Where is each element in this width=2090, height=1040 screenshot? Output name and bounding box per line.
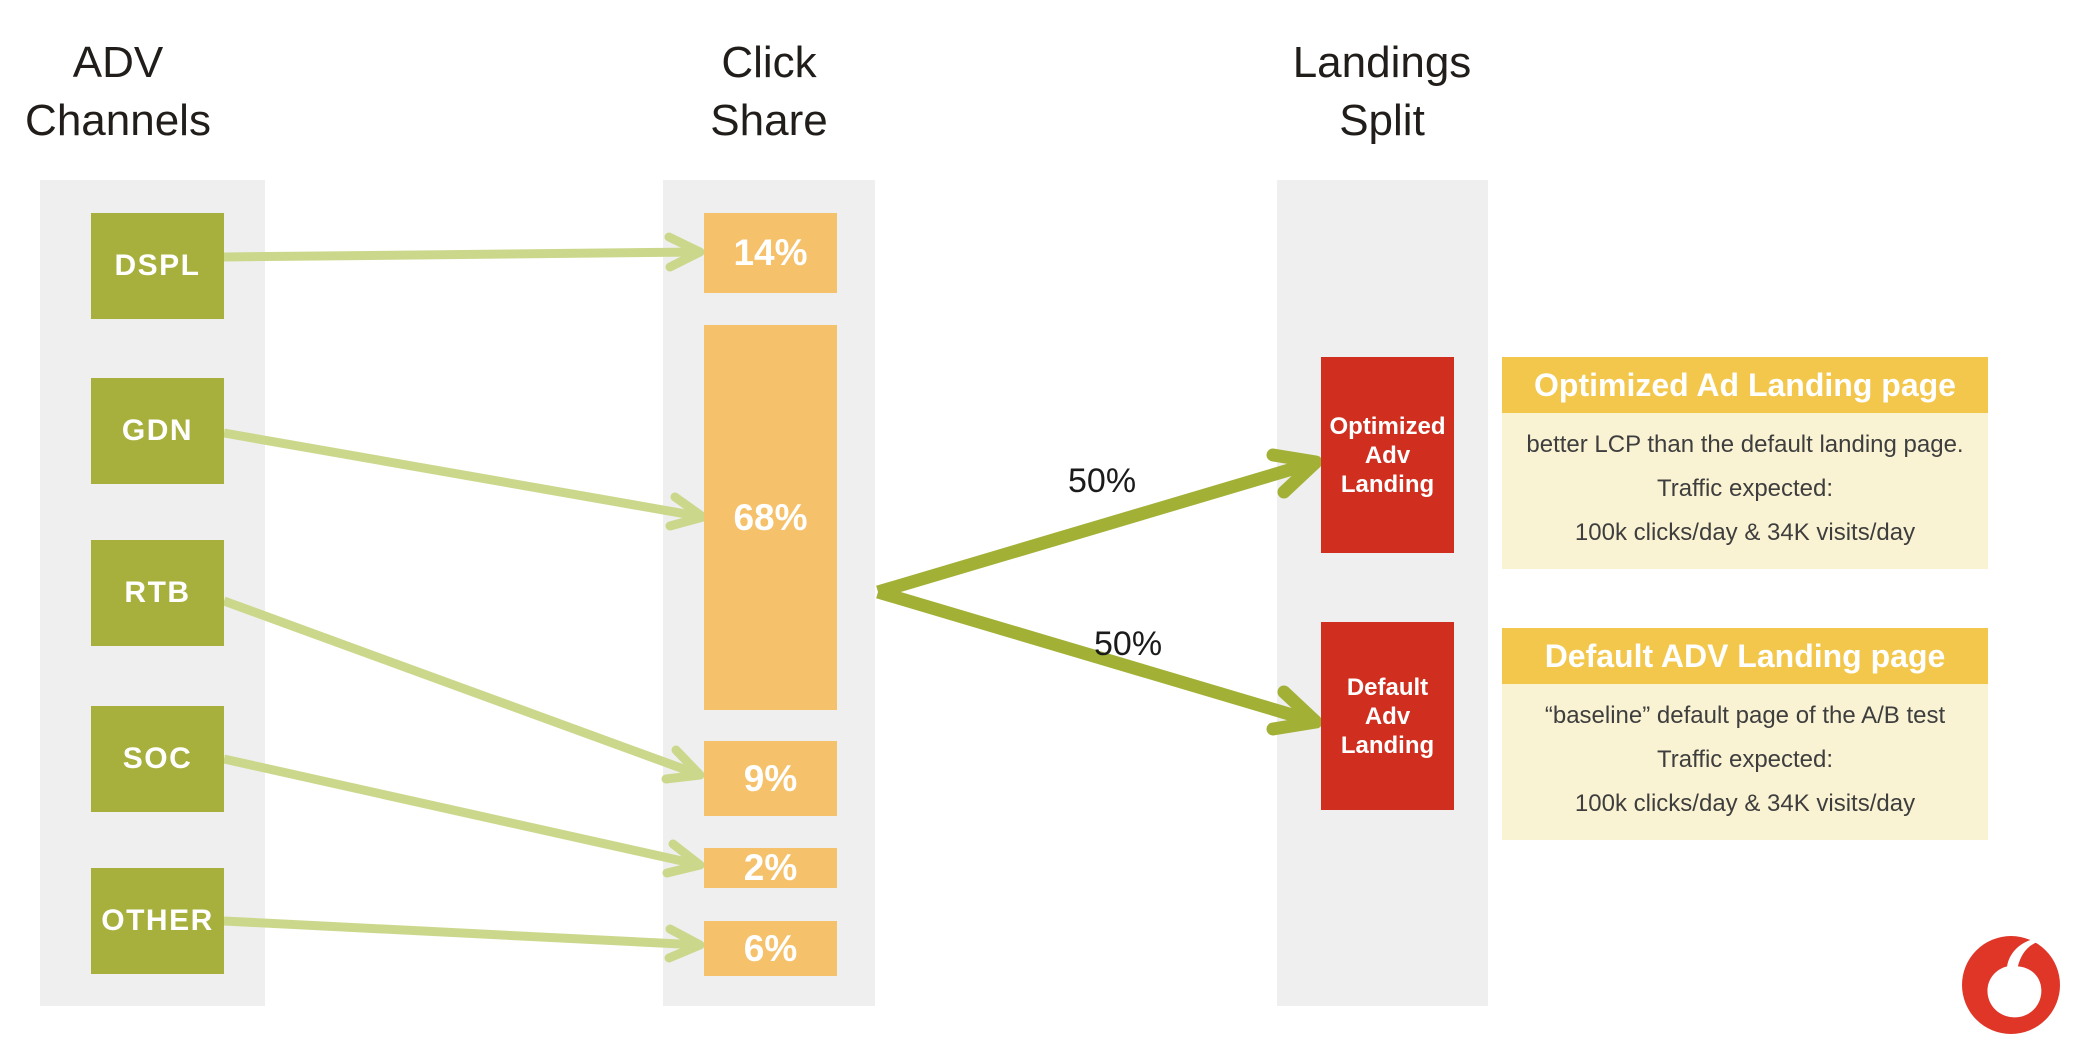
arrow-soc-to-2 <box>223 754 701 870</box>
card-optimized-body: better LCP than the default landing page… <box>1502 413 1988 569</box>
card-default-line3: 100k clicks/day & 34K visits/day <box>1574 790 1916 817</box>
share-box-6pct: 6% <box>704 921 837 976</box>
card-optimized-line2: Traffic expected: <box>1656 475 1834 502</box>
arrow-gdn-to-68 <box>223 428 704 522</box>
split-label-bottom: 50% <box>1094 625 1163 663</box>
share-box-14pct: 14% <box>704 213 837 293</box>
vodafone-logo <box>1962 936 2060 1034</box>
card-optimized-line1: better LCP than the default landing page… <box>1526 431 1964 458</box>
arrow-dspl-to-14 <box>223 247 701 262</box>
channel-box-soc: SOC <box>91 706 224 812</box>
card-default-body: “baseline” default page of the A/B test … <box>1502 684 1988 840</box>
channel-box-other: OTHER <box>91 868 224 974</box>
click-share-header: Click Share <box>710 38 828 145</box>
card-default-line1: “baseline” default page of the A/B test <box>1544 702 1946 729</box>
card-default-line2: Traffic expected: <box>1656 746 1834 773</box>
adv-channels-header: ADV Channels <box>25 38 211 145</box>
channel-box-rtb: RTB <box>91 540 224 646</box>
split-label-top: 50% <box>1068 462 1137 500</box>
vodafone-speechmark-icon <box>1987 938 2042 1018</box>
channel-box-dspl: DSPL <box>91 213 224 319</box>
arrow-rtb-to-9 <box>222 596 702 780</box>
card-default-landing: Default ADV Landing page “baseline” defa… <box>1502 628 1988 840</box>
card-default-title: Default ADV Landing page <box>1502 628 1988 684</box>
arrow-other-to-6 <box>223 916 701 950</box>
landings-split-header: Landings Split <box>1292 38 1472 145</box>
share-box-68pct: 68% <box>704 325 837 710</box>
landing-box-optimized: Optimized Adv Landing <box>1321 357 1454 553</box>
landings-split-column-bg <box>1277 180 1488 1006</box>
share-box-9pct: 9% <box>704 741 837 816</box>
share-box-2pct: 2% <box>704 847 837 888</box>
landing-box-default: Default Adv Landing <box>1321 622 1454 810</box>
card-optimized-title: Optimized Ad Landing page <box>1502 357 1988 413</box>
card-optimized-line3: 100k clicks/day & 34K visits/day <box>1574 519 1916 546</box>
card-optimized-landing: Optimized Ad Landing page better LCP tha… <box>1502 357 1988 569</box>
channel-box-gdn: GDN <box>91 378 224 484</box>
